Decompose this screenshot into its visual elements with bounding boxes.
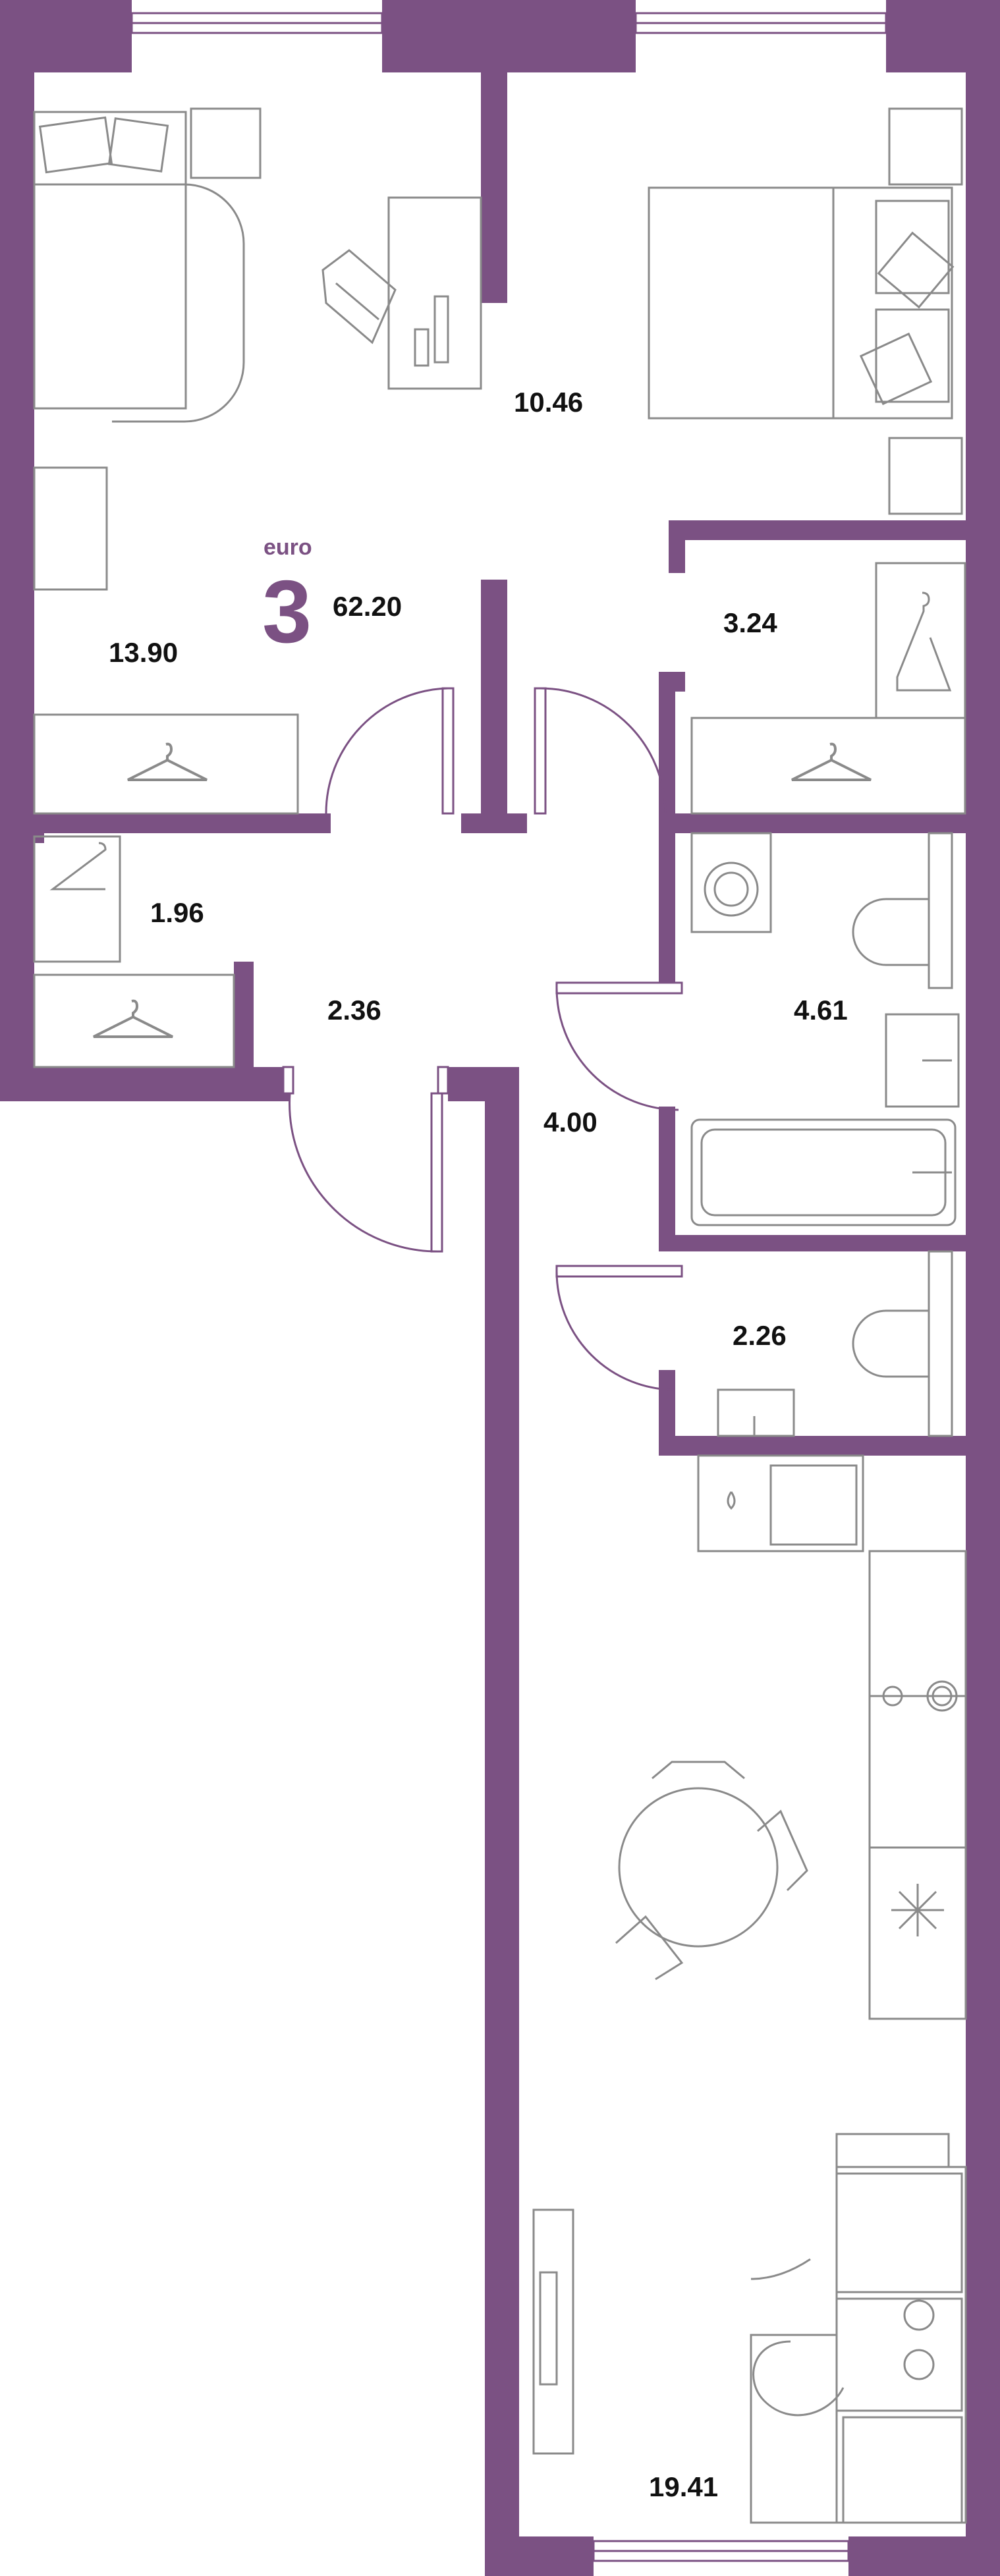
bed-left-icon [33, 111, 245, 423]
room-area-wardrobe-right: 3.24 [723, 607, 777, 638]
room-area-bedroom-right: 10.46 [514, 387, 583, 418]
room-area-bedroom-left: 13.90 [109, 637, 178, 668]
kitchen-icon [697, 1454, 967, 2020]
dresser-icon [33, 466, 108, 591]
wardrobe-right-icon [690, 562, 966, 815]
sofa-icon [750, 2133, 967, 2524]
total-area: 62.20 [333, 591, 402, 622]
room-area-hall: 2.36 [327, 995, 381, 1026]
dining-table-icon [615, 1761, 808, 1981]
room-area-kitchen-living: 19.41 [649, 2471, 718, 2502]
bed-right-icon [648, 186, 955, 420]
room-area-wardrobe-left: 1.96 [150, 897, 204, 928]
apartment-badge: euro 3 62.20 [262, 535, 402, 661]
chair-icon [321, 249, 397, 344]
closet-left-icon [33, 835, 235, 1068]
windows [130, 12, 887, 2562]
wardrobe-left-icon [33, 713, 299, 815]
nightstand-right-bottom-icon [888, 437, 963, 515]
room-area-corridor: 4.00 [543, 1107, 597, 1137]
toilet-fixtures-icon [717, 1250, 953, 1437]
tv-icon [532, 2208, 574, 2455]
nightstand-right-top-icon [888, 107, 963, 186]
bathroom-fixtures-icon [690, 832, 960, 1226]
doors [282, 687, 683, 1391]
room-area-bathroom: 4.61 [794, 995, 848, 1026]
desk-icon [387, 196, 482, 390]
badge-prefix: euro [264, 535, 312, 560]
room-labels: 13.90 10.46 3.24 1.96 2.36 4.00 4.61 2.2… [109, 387, 848, 2502]
badge-rooms: 3 [262, 562, 312, 661]
room-area-toilet: 2.26 [733, 1320, 787, 1351]
furniture [33, 107, 967, 2524]
nightstand-icon [190, 107, 262, 179]
